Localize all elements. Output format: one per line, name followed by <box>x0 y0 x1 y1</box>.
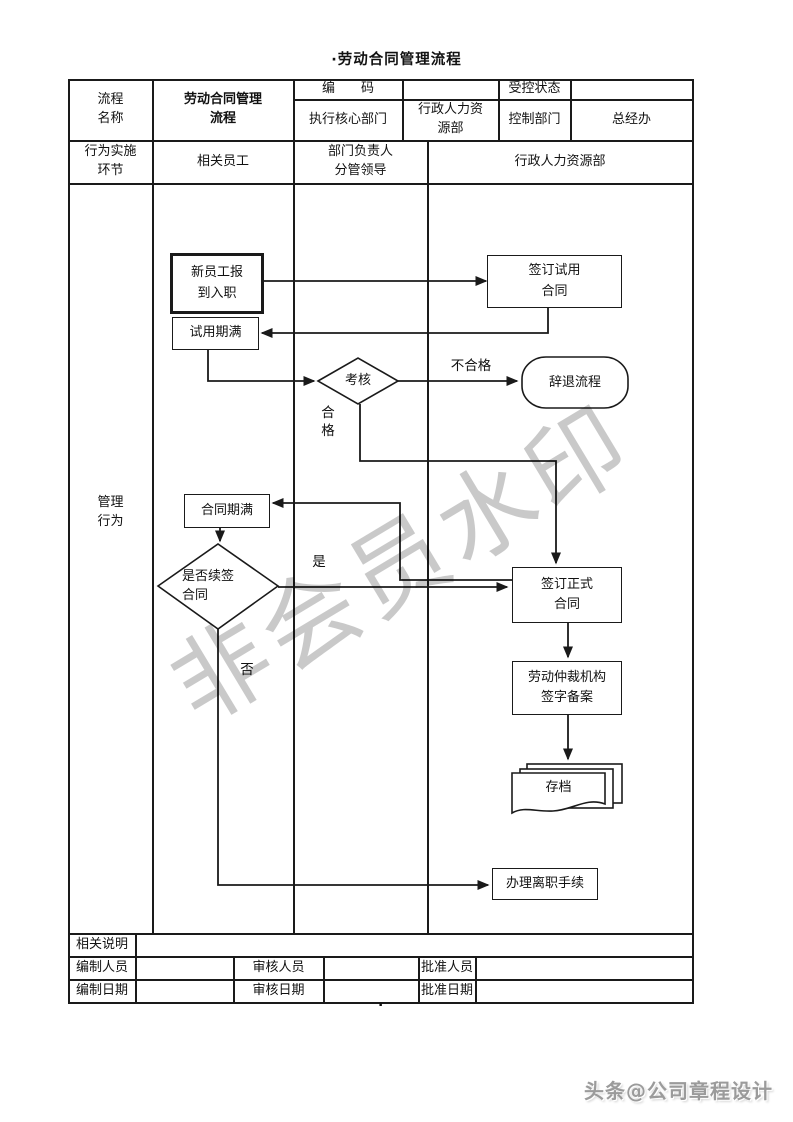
grid-line <box>475 956 477 1002</box>
grid-line <box>152 79 154 933</box>
flow-node-assess-label: 考核 <box>344 373 371 389</box>
swimlane-lane1-header: 相关员工 <box>196 153 249 169</box>
grid-line <box>135 933 137 1002</box>
approve-date-value <box>476 980 692 1002</box>
grid-line <box>692 79 694 1004</box>
grid-line <box>68 933 694 935</box>
grid-line <box>68 979 694 981</box>
grid-line <box>68 183 694 185</box>
exec-dept-value: 行政人力资 源部 <box>417 102 483 136</box>
edge-label-yes: 是 <box>312 554 326 570</box>
maker-value <box>136 957 233 979</box>
grid-line <box>570 79 572 140</box>
swimlane-lane3-header: 行政人力资源部 <box>514 153 606 169</box>
reviewer-label: 审核人员 <box>252 959 305 975</box>
flow-row-label: 管理 行为 <box>97 495 124 529</box>
edge-label-no: 否 <box>240 662 254 678</box>
grid-line <box>68 956 694 958</box>
make-date-value <box>136 980 233 1002</box>
grid-line <box>427 140 429 933</box>
control-dept-label: 控制部门 <box>508 111 561 127</box>
flow-node-archive-label: 存档 <box>545 780 572 796</box>
reviewer-value <box>324 957 418 979</box>
flow-node-trial-end: 试用期满 <box>172 317 259 350</box>
flow-node-dismiss-label: 辞退流程 <box>548 374 601 390</box>
flow-node-contract-expire: 合同期满 <box>184 494 270 528</box>
edge-trial-end-to-assess <box>207 348 316 386</box>
maker-label: 编制人员 <box>75 959 128 975</box>
approver-value <box>476 957 692 979</box>
grid-line <box>293 99 694 101</box>
grid-line <box>402 79 404 140</box>
make-date-label: 编制日期 <box>75 982 128 998</box>
edge-assess-pass-to-sign-formal <box>359 404 561 565</box>
controlled-state-label: 受控状态 <box>508 81 561 97</box>
review-date-value <box>324 980 418 1002</box>
process-name-label: 流程 名称 <box>97 92 124 126</box>
controlled-state-value <box>571 80 692 99</box>
control-dept-value: 总经办 <box>611 111 651 127</box>
approve-date-label: 批准日期 <box>420 982 473 998</box>
edge-label-fail: 不合格 <box>450 358 492 374</box>
flow-node-resign: 办理离职手续 <box>492 868 598 900</box>
edge-label-pass: 合 格 <box>321 405 335 440</box>
grid-line <box>233 956 235 1002</box>
approver-label: 批准人员 <box>420 959 473 975</box>
page-title: ·劳动合同管理流程 <box>331 52 462 68</box>
exec-dept-label: 执行核心部门 <box>308 111 387 127</box>
grid-line <box>68 79 70 1004</box>
note-label: 相关说明 <box>75 936 128 952</box>
flow-node-sign-formal: 签订正式 合同 <box>512 567 622 623</box>
credit-watermark: 头条@公司章程设计 <box>584 1079 773 1103</box>
flow-node-arbitration: 劳动仲裁机构 签字备案 <box>512 661 622 715</box>
edge-renew-no-to-resign <box>217 629 490 890</box>
flow-node-start: 新员工报 到入职 <box>170 253 264 314</box>
grid-line <box>68 79 694 81</box>
edge-sign-formal-to-contract-expire <box>271 498 512 581</box>
swimlane-row-label: 行为实施 环节 <box>84 144 137 178</box>
grid-line <box>498 79 500 140</box>
code-value <box>403 80 498 99</box>
grid-line <box>293 79 295 933</box>
grid-line <box>418 956 420 1002</box>
review-date-label: 审核日期 <box>252 982 305 998</box>
swimlane-lane2-header: 部门负责人 分管领导 <box>327 144 393 178</box>
grid-line <box>323 956 325 1002</box>
grid-line <box>68 140 694 142</box>
code-label: 编 码 <box>321 81 374 97</box>
grid-line <box>68 1002 694 1004</box>
flow-node-sign-trial: 签订试用 合同 <box>487 255 622 308</box>
flow-node-renew-label: 是否续签 合同 <box>182 568 235 604</box>
trailing-dot: . <box>378 994 384 1010</box>
edge-sign-trial-to-trial-end <box>260 307 549 338</box>
note-value <box>136 934 692 956</box>
process-name-value: 劳动合同管理 流程 <box>183 92 262 126</box>
